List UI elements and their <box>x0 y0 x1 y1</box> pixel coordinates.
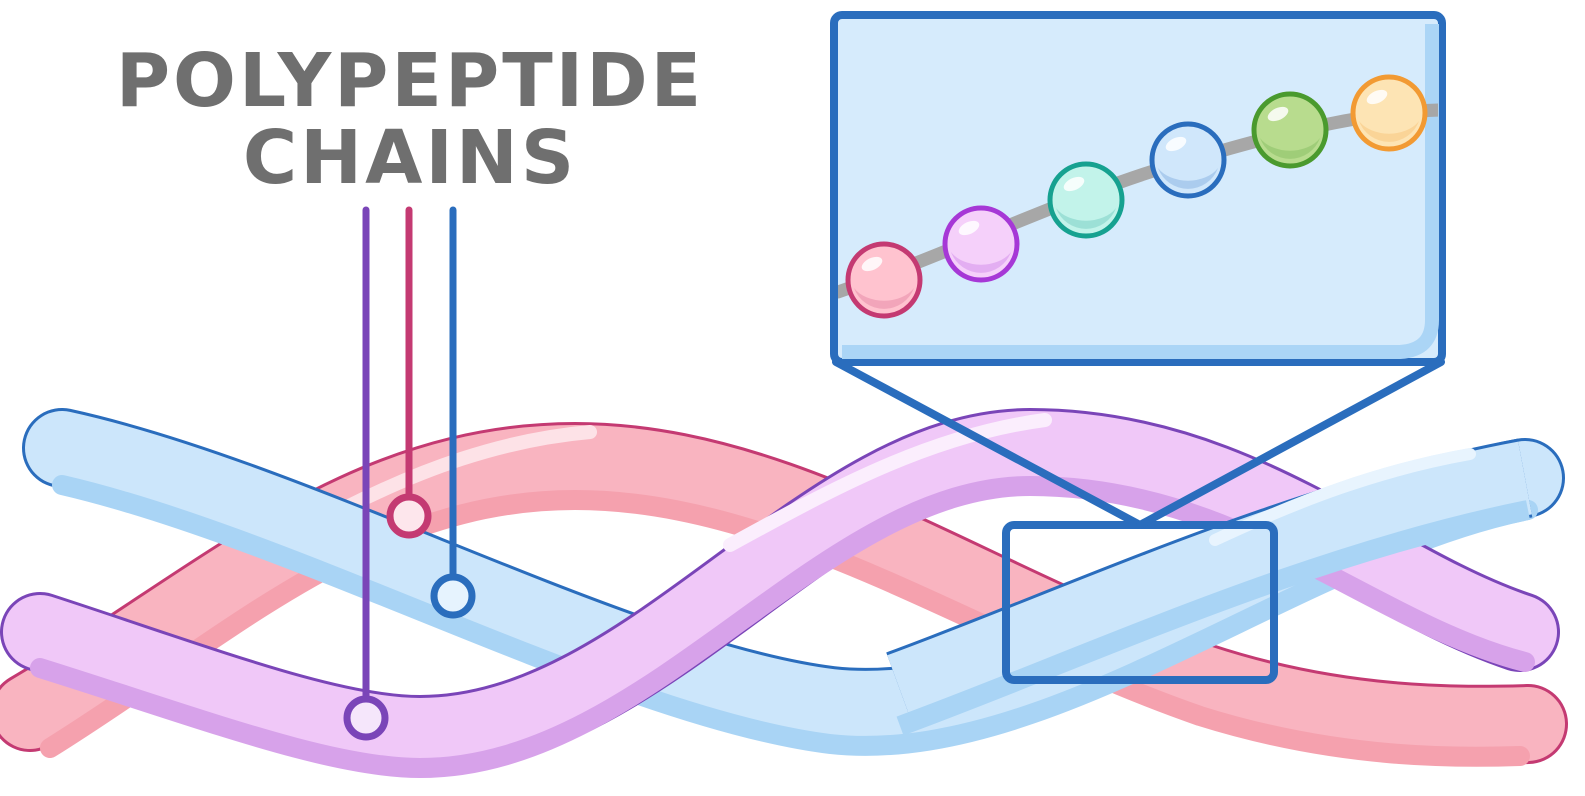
amino-acid-bead <box>1047 161 1125 239</box>
callout-violet-marker <box>343 695 389 741</box>
title-line-2: CHAINS <box>243 115 577 201</box>
blue-chain-front <box>886 438 1533 736</box>
amino-acid-chain <box>845 74 1428 319</box>
amino-acid-bead <box>1350 74 1428 152</box>
zoom-connector <box>832 358 1445 529</box>
callout-blue <box>430 206 476 619</box>
amino-acid-bead <box>942 205 1020 283</box>
amino-acid-bead <box>1251 91 1329 169</box>
callout-violet <box>343 206 389 741</box>
callout-pink <box>386 206 432 539</box>
amino-acid-bead <box>1149 121 1227 199</box>
callout-blue-marker <box>430 573 476 619</box>
title-line-1: POLYPEPTIDE <box>116 38 704 124</box>
magnified-inset <box>830 11 1446 366</box>
amino-acid-bead <box>845 241 923 319</box>
callout-pink-marker <box>386 493 432 539</box>
